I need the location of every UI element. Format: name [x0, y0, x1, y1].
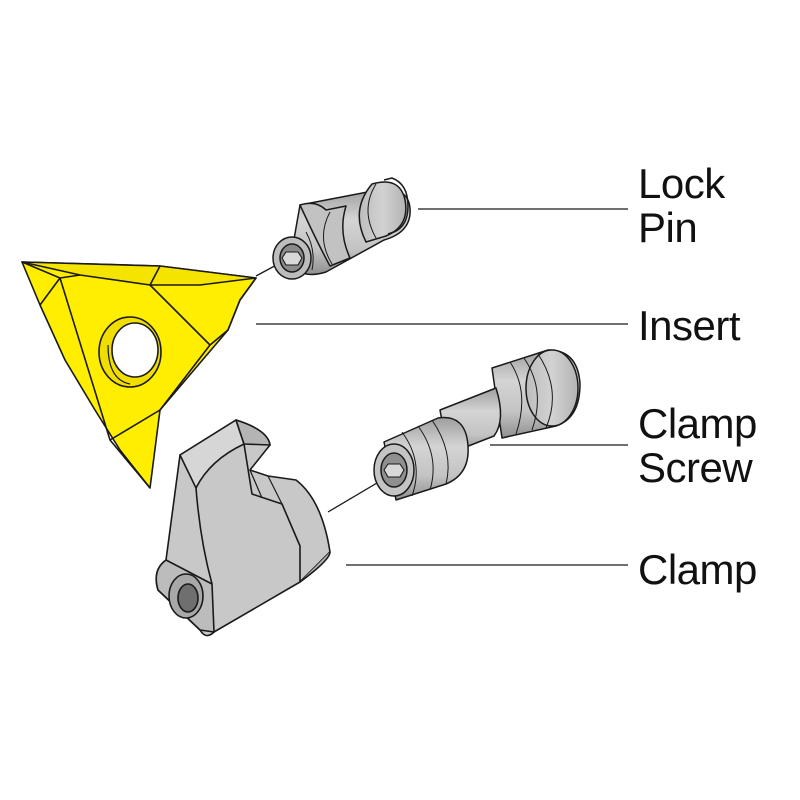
leader-lines — [255, 208, 628, 566]
label-insert-text: Insert — [638, 302, 741, 349]
clamp-part — [155, 419, 331, 637]
label-insert: Insert — [638, 302, 741, 349]
label-clamp-screw-line1: Clamp — [638, 400, 757, 447]
label-lock-pin: Lock Pin — [638, 162, 725, 250]
lock-pin-part — [272, 177, 411, 280]
label-lock-pin-line2: Pin — [638, 204, 698, 251]
label-clamp: Clamp — [638, 548, 757, 592]
label-clamp-screw: Clamp Screw — [638, 402, 757, 490]
axis-line-clamp-screw — [327, 479, 383, 513]
clamp-screw-part — [373, 349, 581, 501]
label-clamp-text: Clamp — [638, 546, 757, 593]
insert-part — [21, 261, 257, 489]
label-lock-pin-line1: Lock — [638, 160, 725, 207]
label-clamp-screw-line2: Screw — [638, 444, 753, 491]
